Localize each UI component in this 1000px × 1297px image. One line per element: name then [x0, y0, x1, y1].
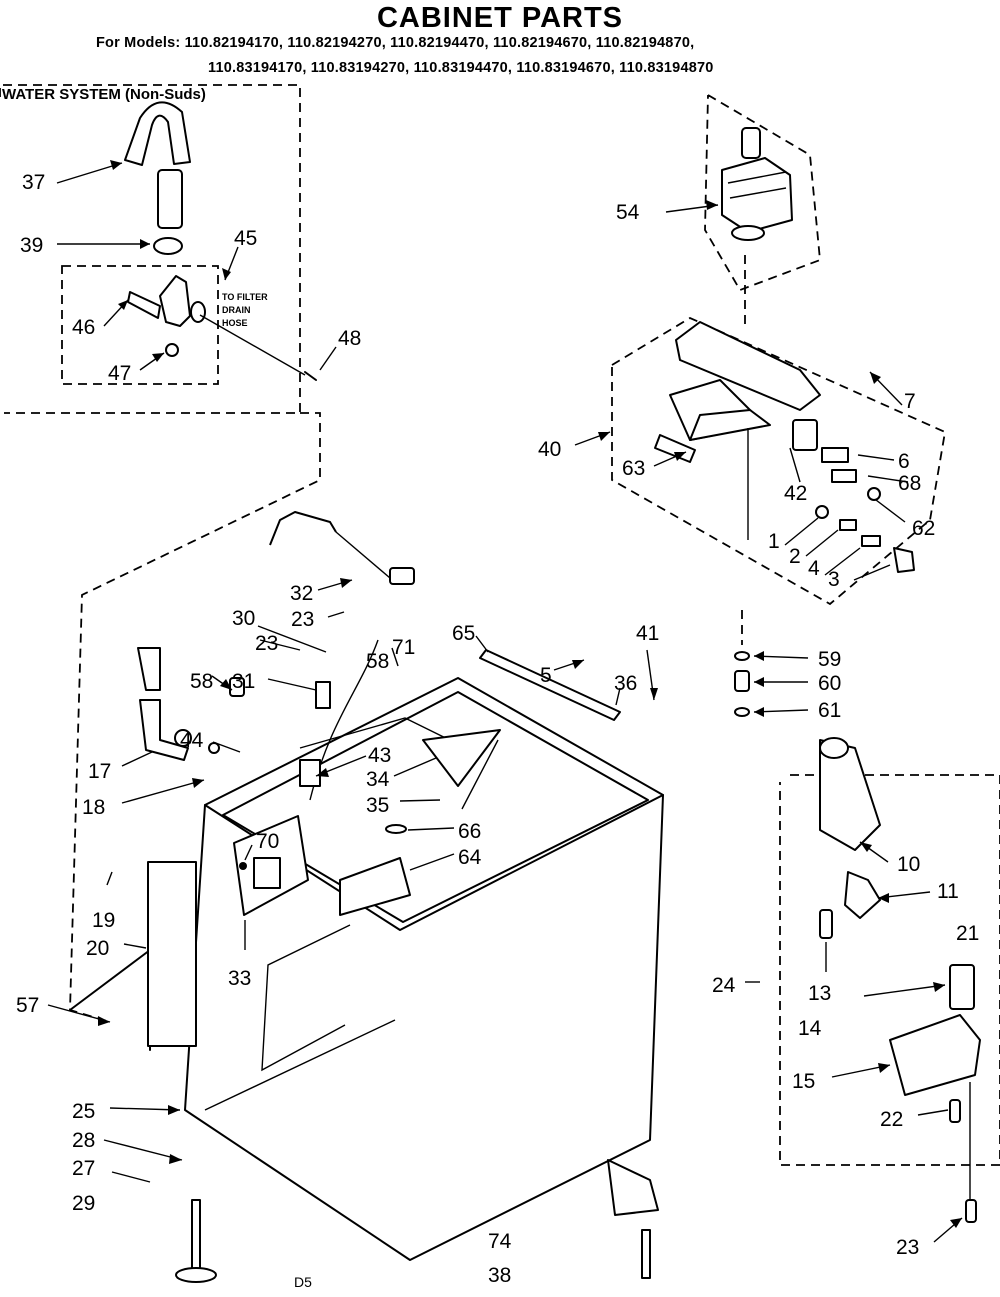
callout-19: 19 — [92, 909, 115, 932]
filter-note-line-3: HOSE — [222, 318, 248, 328]
callout-7: 7 — [904, 390, 916, 413]
callout-62: 62 — [912, 517, 935, 540]
callout-37: 37 — [22, 171, 45, 194]
callout-65: 65 — [452, 622, 475, 645]
callout-71: 71 — [392, 636, 415, 659]
callout-74: 74 — [488, 1230, 512, 1253]
callout-25: 25 — [72, 1100, 95, 1123]
callout-29: 29 — [72, 1192, 95, 1215]
callout-38: 38 — [488, 1264, 511, 1287]
callout-45: 45 — [234, 227, 257, 250]
callout-46: 46 — [72, 316, 95, 339]
callout-33: 33 — [228, 967, 251, 990]
callout-numbers: 1234567101113141517181920212223232324252… — [16, 171, 979, 1287]
callout-57: 57 — [16, 994, 39, 1017]
callout-23: 23 — [255, 632, 278, 655]
callout-42: 42 — [784, 482, 807, 505]
callout-18: 18 — [82, 796, 105, 819]
callout-3: 3 — [828, 568, 840, 591]
valve-inset — [779, 737, 1000, 1223]
callout-6: 6 — [898, 450, 910, 473]
callout-36: 36 — [614, 672, 637, 695]
callout-27: 27 — [72, 1157, 95, 1180]
callout-20: 20 — [86, 937, 109, 960]
callout-30: 30 — [232, 607, 255, 630]
callout-61: 61 — [818, 699, 841, 722]
callout-60: 60 — [818, 672, 841, 695]
arrow-heads — [98, 160, 962, 1228]
callout-15: 15 — [792, 1070, 815, 1093]
callout-17: 17 — [88, 760, 111, 783]
callout-4: 4 — [808, 557, 820, 580]
callout-39: 39 — [20, 234, 43, 257]
footer-code: D5 — [294, 1274, 312, 1290]
callout-21: 21 — [956, 922, 979, 945]
callout-5: 5 — [540, 664, 552, 687]
water-system-label: WATER SYSTEM (Non-Suds) — [2, 86, 206, 103]
callout-32: 32 — [290, 582, 313, 605]
callout-58: 58 — [366, 650, 389, 673]
callout-68: 68 — [898, 472, 921, 495]
callout-41: 41 — [636, 622, 659, 645]
filter-note-line-1: TO FILTER — [222, 292, 268, 302]
filter-note: TO FILTER DRAIN HOSE — [222, 292, 268, 328]
callout-64: 64 — [458, 846, 482, 869]
callout-11: 11 — [937, 880, 959, 903]
callout-23: 23 — [896, 1236, 919, 1259]
callout-40: 40 — [538, 438, 561, 461]
callout-35: 35 — [366, 794, 389, 817]
callout-1: 1 — [768, 530, 780, 553]
callout-54: 54 — [616, 201, 640, 224]
callout-66: 66 — [458, 820, 481, 843]
callout-44: 44 — [180, 729, 204, 752]
callout-14: 14 — [798, 1017, 822, 1040]
models-line-2: 110.83194170, 110.83194270, 110.83194470… — [208, 60, 714, 76]
models-line-1: For Models: 110.82194170, 110.82194270, … — [96, 35, 695, 51]
callout-43: 43 — [368, 744, 391, 767]
water-system-inset — [0, 84, 321, 1023]
filter-note-line-2: DRAIN — [222, 305, 251, 315]
callout-24: 24 — [712, 974, 736, 997]
callout-34: 34 — [366, 768, 390, 791]
callout-23: 23 — [291, 608, 314, 631]
page-title: CABINET PARTS — [376, 2, 624, 34]
callout-28: 28 — [72, 1129, 95, 1152]
cabinet-body — [69, 511, 664, 1283]
callout-58: 58 — [190, 670, 213, 693]
callout-63: 63 — [622, 457, 645, 480]
callout-59: 59 — [818, 648, 841, 671]
callout-31: 31 — [232, 670, 255, 693]
callout-22: 22 — [880, 1108, 903, 1131]
callout-2: 2 — [789, 545, 801, 568]
callout-47: 47 — [108, 362, 131, 385]
callout-70: 70 — [256, 830, 279, 853]
callout-10: 10 — [897, 853, 920, 876]
callout-13: 13 — [808, 982, 831, 1005]
callout-48: 48 — [338, 327, 361, 350]
dispenser-assembly — [611, 94, 947, 717]
